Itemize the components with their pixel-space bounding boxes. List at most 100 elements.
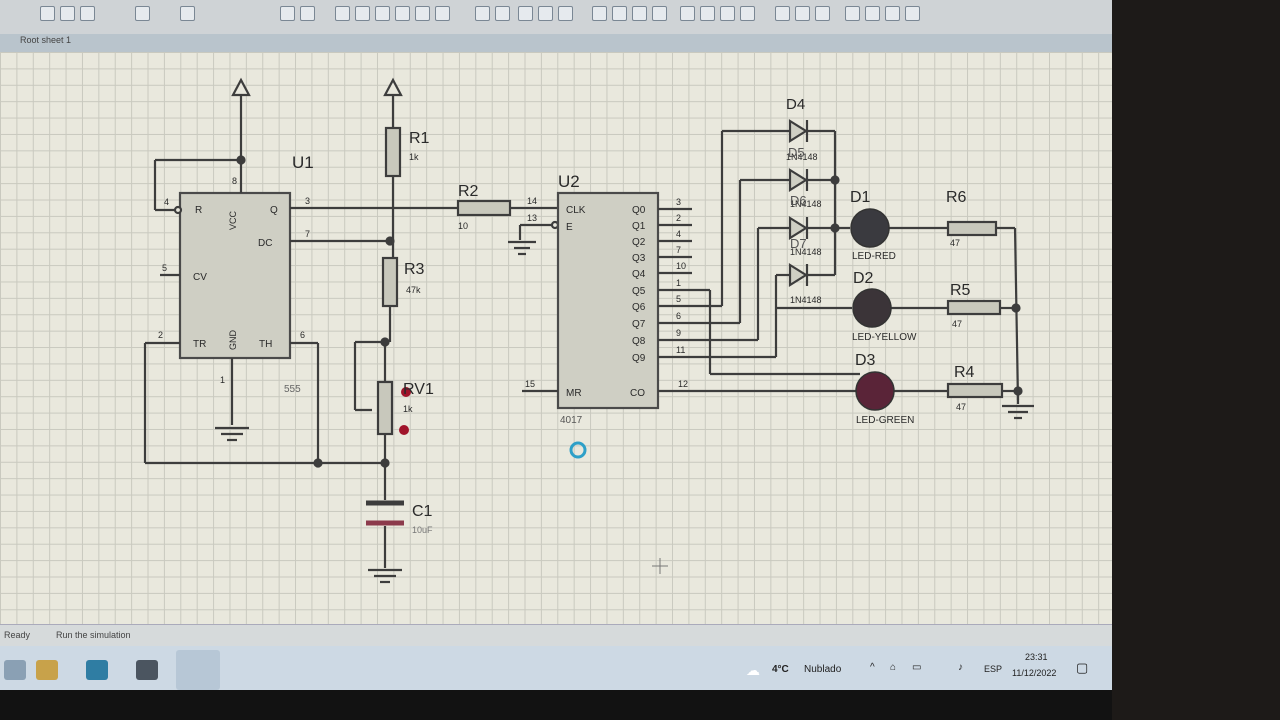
u1-part: 555 xyxy=(284,384,301,395)
pin-number: 9 xyxy=(676,328,681,338)
package-tool-icon[interactable] xyxy=(720,6,735,21)
notification-icon[interactable]: ▢ xyxy=(1076,660,1089,675)
diode-part: 1N4148 xyxy=(790,295,822,305)
cursor-ring xyxy=(569,441,587,459)
new-file-icon[interactable] xyxy=(40,6,55,21)
network-icon[interactable]: ⌂ xyxy=(890,662,897,673)
pin-number: 7 xyxy=(676,245,681,255)
junction xyxy=(236,155,246,165)
pin-label: Q xyxy=(270,205,278,216)
q-label: Q2 xyxy=(632,237,646,248)
status-ready: Ready xyxy=(4,630,31,640)
q-label: Q4 xyxy=(632,269,646,280)
make-device-icon[interactable] xyxy=(700,6,715,21)
probe-dot xyxy=(399,425,409,435)
refresh-icon[interactable] xyxy=(435,6,450,21)
property-assign-icon[interactable] xyxy=(815,6,830,21)
grid-icon[interactable] xyxy=(180,6,195,21)
decompose-icon[interactable] xyxy=(740,6,755,21)
led-ref: D2 xyxy=(853,270,874,287)
r6-ref: R6 xyxy=(946,189,967,206)
q-label: Q5 xyxy=(632,286,646,297)
schematic-canvas[interactable]: U1 555 R Q DC CV TR TH VCC GND 4 8 3 7 5… xyxy=(0,52,1112,624)
zoom-out-icon[interactable] xyxy=(355,6,370,21)
diode-part: 1N4148 xyxy=(790,199,822,209)
pin-number: 2 xyxy=(158,330,163,340)
bill-of-materials-icon[interactable] xyxy=(905,6,920,21)
rv1-ref: RV1 xyxy=(403,381,434,398)
pin-number: 12 xyxy=(678,379,688,389)
weather-icon[interactable]: ☁ xyxy=(746,662,760,678)
app-icon[interactable] xyxy=(136,660,158,680)
pin-number: 14 xyxy=(527,196,537,206)
zoom-fit-icon[interactable] xyxy=(415,6,430,21)
pin-label: R xyxy=(195,205,202,216)
pin-number: 6 xyxy=(300,330,305,340)
mail-icon[interactable] xyxy=(86,660,108,680)
tray-expand-icon[interactable]: ^ xyxy=(870,662,875,673)
pin-label: DC xyxy=(258,238,272,249)
pin-label: VCC xyxy=(228,210,238,230)
pin-number: 3 xyxy=(305,196,310,206)
remove-sheet-icon[interactable] xyxy=(865,6,880,21)
wire-autorouter-icon[interactable] xyxy=(775,6,790,21)
diode-part: 1N4148 xyxy=(790,247,822,257)
new-sheet-icon[interactable] xyxy=(845,6,860,21)
r3-ref: R3 xyxy=(404,261,425,278)
r5-value: 47 xyxy=(952,319,962,329)
pin-number: 1 xyxy=(676,278,681,288)
copy-icon[interactable] xyxy=(538,6,553,21)
zoom-all-icon[interactable] xyxy=(375,6,390,21)
file-explorer-icon[interactable] xyxy=(36,660,58,680)
u1-body xyxy=(178,191,292,360)
weather-text[interactable]: Nublado xyxy=(804,664,842,675)
q-label: Q6 xyxy=(632,302,646,313)
clock-date[interactable]: 11/12/2022 xyxy=(1012,668,1057,678)
cut-icon[interactable] xyxy=(518,6,533,21)
block-delete-icon[interactable] xyxy=(652,6,667,21)
block-rotate-icon[interactable] xyxy=(632,6,647,21)
exit-parent-icon[interactable] xyxy=(885,6,900,21)
print-icon[interactable] xyxy=(135,6,150,21)
probe-dot xyxy=(401,387,411,397)
diode-part: 1N4148 xyxy=(786,152,818,162)
q-label: Q1 xyxy=(632,221,646,232)
r2-ref: R2 xyxy=(458,183,479,200)
q-label: Q7 xyxy=(632,319,646,330)
block-copy-icon[interactable] xyxy=(592,6,607,21)
pin-number: 2 xyxy=(676,213,681,223)
pin-label: TR xyxy=(193,339,206,350)
pin-label: MR xyxy=(566,388,582,399)
paste-icon[interactable] xyxy=(558,6,573,21)
pin-number: 5 xyxy=(162,263,167,273)
pan-icon[interactable] xyxy=(300,6,315,21)
weather-temp[interactable]: 4°C xyxy=(772,664,789,675)
monitor-bezel-bottom xyxy=(0,690,1112,720)
origin-icon[interactable] xyxy=(280,6,295,21)
clock-time[interactable]: 23:31 xyxy=(1025,652,1048,662)
led-part: LED-YELLOW xyxy=(852,332,917,343)
tab-root-sheet[interactable]: Root sheet 1 xyxy=(20,35,72,45)
volume-icon[interactable]: ♪ xyxy=(958,662,963,673)
pick-device-icon[interactable] xyxy=(680,6,695,21)
proteus-icon[interactable] xyxy=(176,650,220,690)
search-icon[interactable] xyxy=(795,6,810,21)
open-file-icon[interactable] xyxy=(60,6,75,21)
r4-value: 47 xyxy=(956,402,966,412)
undo-icon[interactable] xyxy=(475,6,490,21)
zoom-area-icon[interactable] xyxy=(395,6,410,21)
language[interactable]: ESP xyxy=(984,664,1003,674)
block-move-icon[interactable] xyxy=(612,6,627,21)
r6-value: 47 xyxy=(950,238,960,248)
led-d2 xyxy=(852,288,892,328)
redo-icon[interactable] xyxy=(495,6,510,21)
battery-icon[interactable]: ▭ xyxy=(912,662,922,673)
zoom-in-icon[interactable] xyxy=(335,6,350,21)
start-icon[interactable] xyxy=(4,660,26,680)
pin-number: 4 xyxy=(164,197,169,207)
save-icon[interactable] xyxy=(80,6,95,21)
pin-label: CLK xyxy=(566,205,586,216)
r4-ref: R4 xyxy=(954,364,975,381)
u1-ref: U1 xyxy=(292,153,314,172)
status-message: Run the simulation xyxy=(56,630,131,640)
